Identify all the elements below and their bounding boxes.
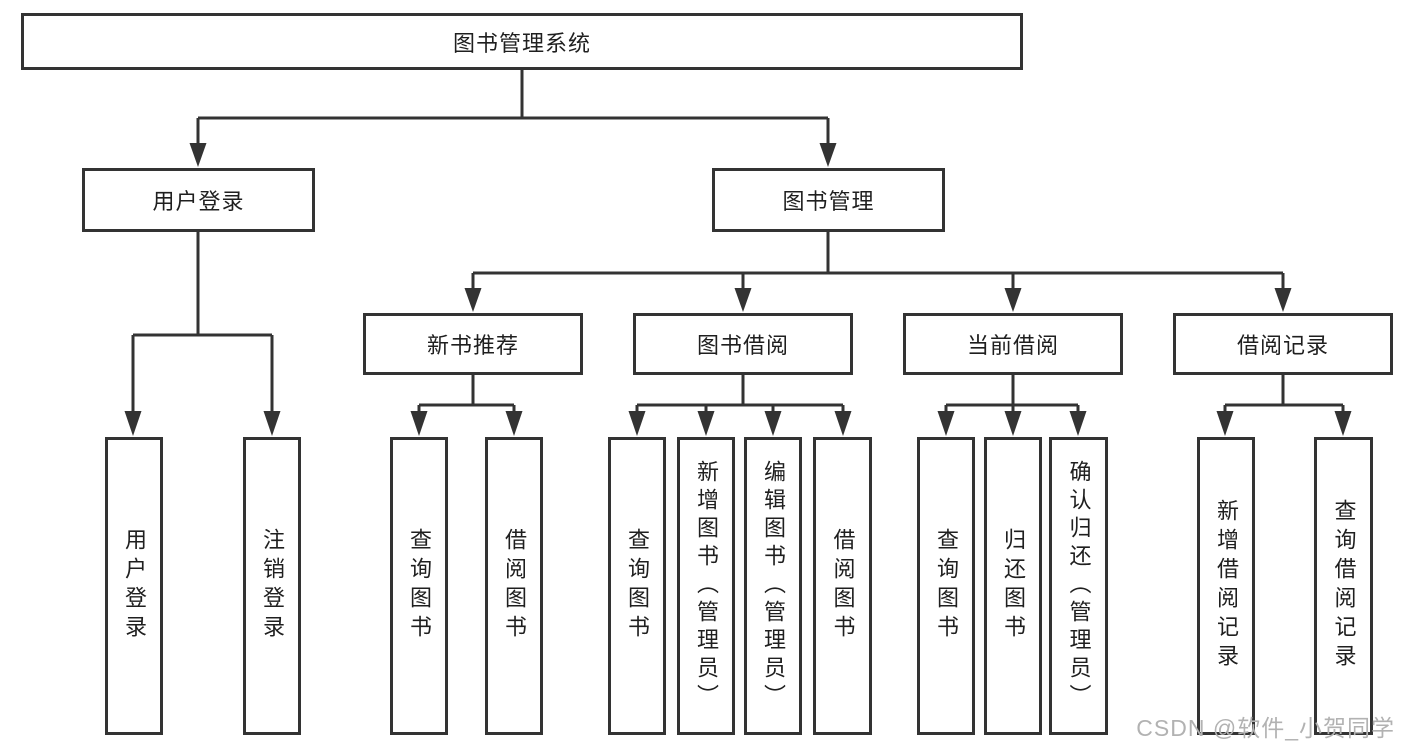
csdn-watermark: CSDN @软件_小贺同学 bbox=[1136, 715, 1395, 741]
node-label: 注销登录 bbox=[260, 528, 285, 644]
node-leaf-query-borrow-record: 查询借阅记录 bbox=[1314, 437, 1373, 735]
node-label: 查询图书 bbox=[934, 528, 959, 644]
node-label: 用户登录 bbox=[122, 528, 147, 644]
node-leaf-query-books-current: 查询图书 bbox=[917, 437, 975, 735]
node-label: 借阅图书 bbox=[830, 528, 856, 644]
node-leaf-add-book-admin: 新增图书（管理员） bbox=[677, 437, 735, 735]
node-label: 查询图书 bbox=[625, 528, 650, 644]
node-leaf-query-books-recommend: 查询图书 bbox=[390, 437, 448, 735]
node-borrow-record: 借阅记录 bbox=[1173, 313, 1393, 375]
node-label: 新增图书（管理员） bbox=[694, 460, 719, 712]
node-label: 图书管理系统 bbox=[452, 30, 591, 56]
node-leaf-logout: 注销登录 bbox=[243, 437, 301, 735]
node-label: 新书推荐 bbox=[426, 333, 519, 358]
node-label: 确认归还（管理员） bbox=[1066, 460, 1092, 712]
node-leaf-query-books-borrow: 查询图书 bbox=[608, 437, 666, 735]
node-label: 图书借阅 bbox=[696, 333, 789, 358]
node-leaf-return-book: 归还图书 bbox=[984, 437, 1042, 735]
node-leaf-add-borrow-record: 新增借阅记录 bbox=[1197, 437, 1255, 735]
node-label: 图书管理 bbox=[782, 189, 875, 214]
node-label: 编辑图书（管理员） bbox=[761, 460, 786, 712]
node-user-login: 用户登录 bbox=[82, 168, 315, 232]
node-leaf-user-login: 用户登录 bbox=[105, 437, 163, 735]
node-label: 借阅图书 bbox=[502, 528, 527, 644]
node-leaf-borrow-books: 借阅图书 bbox=[813, 437, 872, 735]
node-label: 查询借阅记录 bbox=[1331, 499, 1357, 673]
node-book-management: 图书管理 bbox=[712, 168, 945, 232]
node-label: 归还图书 bbox=[1001, 528, 1026, 644]
node-library-management-system: 图书管理系统 bbox=[21, 13, 1023, 70]
node-label: 当前借阅 bbox=[966, 333, 1059, 358]
node-current-borrow: 当前借阅 bbox=[903, 313, 1123, 375]
node-label: 用户登录 bbox=[152, 189, 245, 214]
node-label: 查询图书 bbox=[407, 528, 432, 644]
node-new-book-recommend: 新书推荐 bbox=[363, 313, 583, 375]
node-book-borrow: 图书借阅 bbox=[633, 313, 853, 375]
node-leaf-borrow-books-recommend: 借阅图书 bbox=[485, 437, 543, 735]
node-label: 新增借阅记录 bbox=[1214, 499, 1239, 673]
node-leaf-confirm-return-admin: 确认归还（管理员） bbox=[1049, 437, 1108, 735]
node-label: 借阅记录 bbox=[1236, 333, 1329, 358]
node-leaf-edit-book-admin: 编辑图书（管理员） bbox=[744, 437, 802, 735]
